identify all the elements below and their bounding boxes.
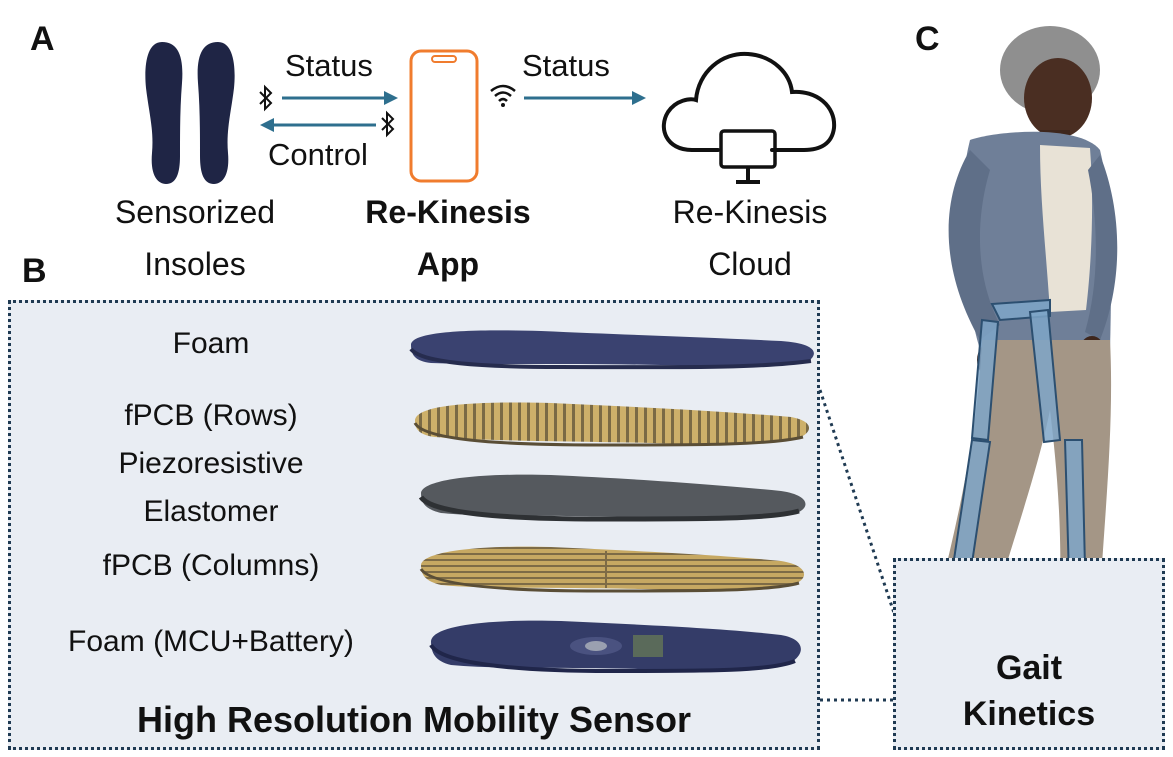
layer-label-fpcb-columns: fPCB (Columns) [102,549,320,582]
insoles-icon [145,42,235,184]
insoles-label: Sensorized Insoles [70,186,320,290]
zoom-connector [818,389,897,702]
status-arrow-label: Status [285,48,373,83]
fpcb-columns-layer [419,546,805,593]
panel-c-letter: C [915,20,940,58]
wifi-icon [490,84,516,107]
app-label: Re-Kinesis App [328,186,568,290]
panel-b-letter: B [22,252,47,290]
gait-label-line2: Kinetics [962,695,1096,733]
app-label-line1: Re-Kinesis [365,194,531,230]
gait-label-line1: Gait [995,649,1063,687]
panel-a-letter: A [30,20,55,58]
insoles-label-line1: Sensorized [114,194,276,230]
smartphone-icon [409,49,479,183]
control-arrow [260,118,376,132]
cloud-label: Re-Kinesis Cloud [630,186,870,290]
layer-label-elastomer-line1: Piezoresistive [118,447,304,480]
layer-label-foam: Foam [172,327,250,360]
bluetooth-icon [381,110,395,138]
sensor-title: High Resolution Mobility Sensor [136,699,691,740]
control-arrow-label: Control [268,137,368,172]
cloud-icon [662,51,837,152]
layer-label-elastomer-line2: Elastomer [143,495,279,528]
fpcb-rows-layer [413,402,810,447]
layer-label-foam-mcu: Foam (MCU+Battery) [68,625,354,658]
walking-person-illustration [920,26,1132,632]
cloud-label-line2: Cloud [708,246,792,282]
status-arrow-2 [524,91,646,105]
status-arrow-label-2: Status [522,48,610,83]
bluetooth-icon [259,84,273,112]
app-label-line2: App [416,246,480,282]
gait-kinetics-box: Gait Kinetics [893,558,1165,750]
foam-mcu-layer [429,620,801,674]
insoles-label-line2: Insoles [144,246,246,282]
monitor-icon [719,129,777,184]
sensor-layers-panel: Foam fPCB (Rows) Piezoresistive Elastome… [8,300,820,750]
cloud-label-line1: Re-Kinesis [672,194,828,230]
status-arrow [282,91,398,105]
kinetic-arrows [936,298,1120,632]
elastomer-layer [418,474,806,522]
battery-component [633,635,663,657]
layer-stack [409,330,814,674]
foam-layer [409,330,814,370]
layer-label-fpcb-rows: fPCB (Rows) [124,399,298,432]
